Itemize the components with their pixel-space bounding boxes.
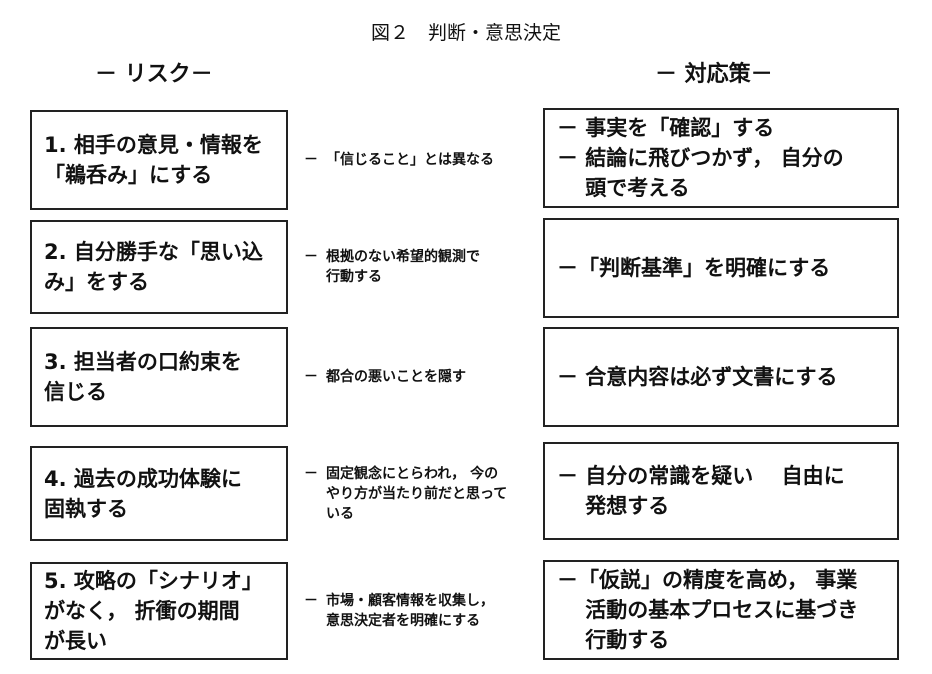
risk-box-line: 固執する (44, 496, 128, 521)
countermeasure-box-line: － 合意内容は必ず文書にする (557, 365, 838, 389)
figure-title: 図２ 判断・意思決定 (370, 22, 561, 44)
risk-box-line: 信じる (44, 380, 107, 404)
risk-box-line: み」をする (44, 270, 149, 294)
risk-box-line: 5. 攻略の「シナリオ」 (44, 569, 263, 593)
countermeasure-box: － 自分の常識を疑い 自由に 発想する (543, 442, 899, 540)
risk-box-line: 4. 過去の成功体験に (44, 466, 242, 491)
countermeasure-box-line: － 事実を「確認」する (557, 116, 775, 140)
risk-note-line: やり方が当たり前だと思って (326, 485, 508, 502)
dash-marker: － (304, 465, 318, 482)
risk-header: － リスク－ (95, 62, 213, 87)
dash-marker: － (304, 152, 318, 168)
risk-note-line: 行動する (326, 269, 382, 285)
countermeasure-box-line: 頭で考える (557, 176, 690, 200)
countermeasure-box-line: －「判断基準」を明確にする (557, 256, 831, 280)
risk-box-line: 2. 自分勝手な「思い込 (44, 240, 263, 264)
dash-marker: － (304, 369, 318, 385)
risk-note: － 固定観念にとらわれ， 今のやり方が当たり前だと思っている (304, 464, 536, 524)
risk-note: － 都合の悪いことを隠す (304, 367, 536, 387)
countermeasure-box: －「仮説」の精度を高め， 事業 活動の基本プロセスに基づき 行動する (543, 560, 899, 660)
risk-note-line: 意思決定者を明確にする (326, 613, 481, 629)
risk-box: 2. 自分勝手な「思い込み」をする (30, 220, 288, 314)
countermeasure-header: － 対応策－ (655, 62, 773, 87)
risk-note: － 市場・顧客情報を収集し， 意思決定者を明確にする (304, 591, 536, 631)
risk-note-line: 市場・顧客情報を収集し， (326, 593, 494, 609)
countermeasure-box-line: － 自分の常識を疑い 自由に (557, 464, 845, 488)
risk-box: 3. 担当者の口約束を信じる (30, 327, 288, 427)
countermeasure-box-line: 活動の基本プロセスに基づき (557, 598, 859, 622)
countermeasure-box-line: －「仮説」の精度を高め， 事業 (557, 568, 858, 592)
dash-marker: － (304, 593, 318, 609)
risk-note-line: 根拠のない希望的観測で (326, 249, 480, 265)
countermeasure-box-line: 発想する (557, 494, 670, 518)
risk-box: 5. 攻略の「シナリオ」がなく， 折衝の期間が長い (30, 562, 288, 660)
dash-marker: － (304, 249, 318, 265)
countermeasure-box: － 合意内容は必ず文書にする (543, 327, 899, 427)
risk-box: 1. 相手の意見・情報を「鵜呑み」にする (30, 110, 288, 210)
risk-note: － 「信じること」とは異なる (304, 150, 536, 170)
countermeasure-box: － 事実を「確認」する － 結論に飛びつかず， 自分の 頭で考える (543, 108, 899, 208)
risk-box-line: 「鵜呑み」にする (44, 163, 213, 187)
countermeasure-box-line: － 結論に飛びつかず， 自分の (557, 146, 844, 170)
risk-box: 4. 過去の成功体験に固執する (30, 446, 288, 541)
countermeasure-box-line: 行動する (557, 628, 670, 652)
risk-note-line: 都合の悪いことを隠す (326, 369, 466, 385)
risk-note: － 根拠のない希望的観測で行動する (304, 247, 536, 287)
risk-box-line: 3. 担当者の口約束を (44, 350, 242, 374)
risk-note-line: いる (326, 505, 354, 522)
risk-note-line: 「信じること」とは異なる (326, 152, 494, 168)
risk-box-line: 1. 相手の意見・情報を (44, 133, 263, 157)
countermeasure-box: －「判断基準」を明確にする (543, 218, 899, 318)
risk-box-line: がなく， 折衝の期間 (44, 599, 240, 623)
risk-box-line: が長い (44, 629, 107, 653)
risk-note-line: 固定観念にとらわれ， 今の (326, 465, 499, 482)
